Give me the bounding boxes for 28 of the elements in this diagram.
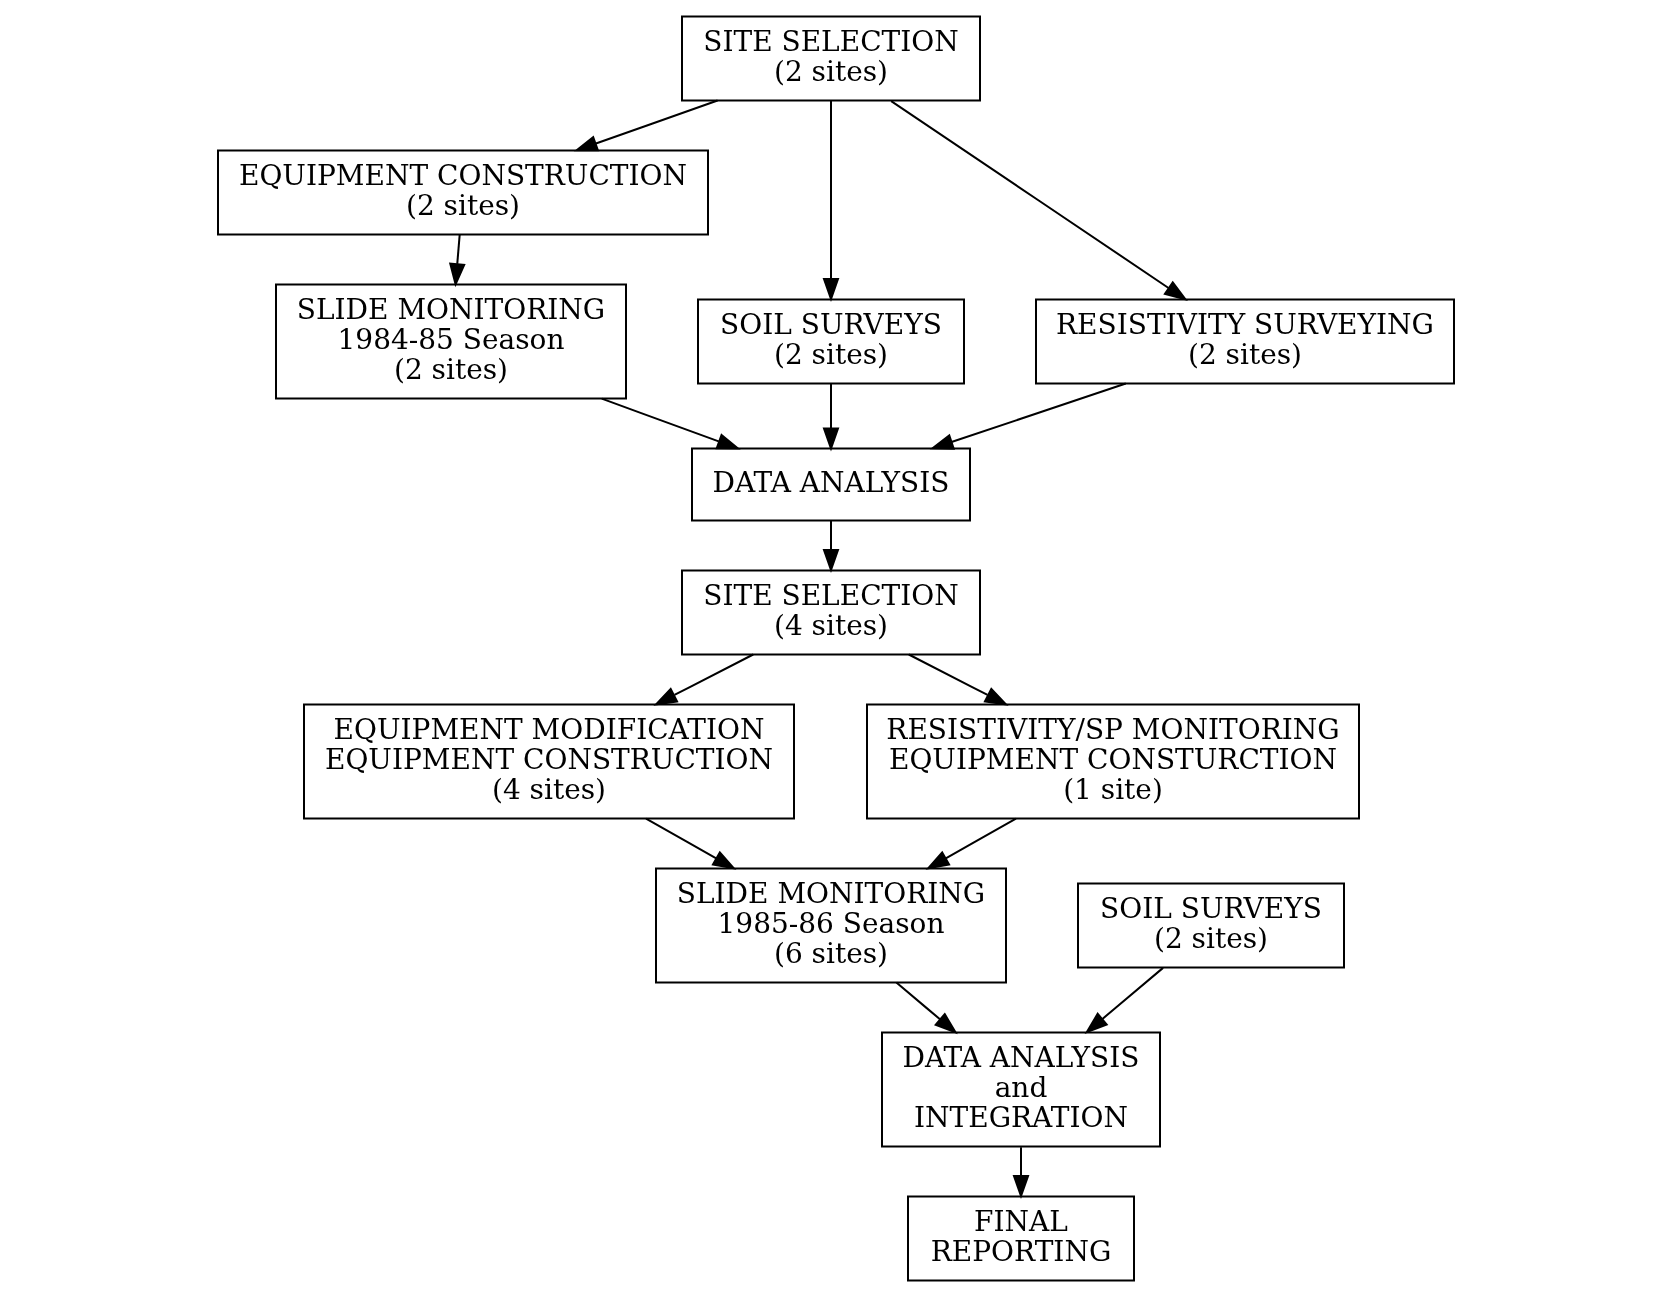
node-box: DATA ANALYSIS and INTEGRATION bbox=[880, 1031, 1161, 1148]
node-box: SITE SELECTION (4 sites) bbox=[680, 569, 981, 656]
arrow bbox=[1012, 1146, 1029, 1200]
node-box: SOIL SURVEYS (2 sites) bbox=[696, 298, 965, 385]
arrow bbox=[822, 100, 839, 302]
arrow bbox=[822, 382, 839, 452]
arrow bbox=[925, 817, 1017, 870]
node-box: EQUIPMENT MODIFICATION EQUIPMENT CONSTRUCTION (4 sites) bbox=[302, 703, 795, 820]
node-box: SOIL SURVEYS (2 sites) bbox=[1076, 882, 1345, 969]
arrow bbox=[448, 233, 466, 288]
arrow bbox=[894, 981, 958, 1035]
arrow bbox=[929, 382, 1127, 450]
node-box: EQUIPMENT CONSTRUCTION (2 sites) bbox=[216, 149, 709, 236]
arrow bbox=[600, 397, 741, 450]
arrow bbox=[889, 100, 1188, 302]
arrow bbox=[652, 653, 754, 706]
arrow bbox=[907, 653, 1009, 706]
arrow bbox=[573, 99, 719, 152]
arrow bbox=[1084, 966, 1164, 1034]
node-box: RESISTIVITY/SP MONITORING EQUIPMENT CONSTURCTION (1 site) bbox=[865, 703, 1360, 820]
node-box: FINAL REPORTING bbox=[906, 1195, 1135, 1282]
node-box: RESISTIVITY SURVEYING (2 sites) bbox=[1034, 298, 1455, 385]
node-box: DATA ANALYSIS bbox=[690, 447, 971, 522]
arrow bbox=[822, 520, 839, 574]
node-box: SITE SELECTION (2 sites) bbox=[680, 15, 981, 102]
arrow bbox=[644, 817, 736, 870]
node-box: SLIDE MONITORING 1984-85 Season (2 sites) bbox=[274, 283, 627, 400]
node-box: SLIDE MONITORING 1985-86 Season (6 sites) bbox=[654, 867, 1007, 984]
